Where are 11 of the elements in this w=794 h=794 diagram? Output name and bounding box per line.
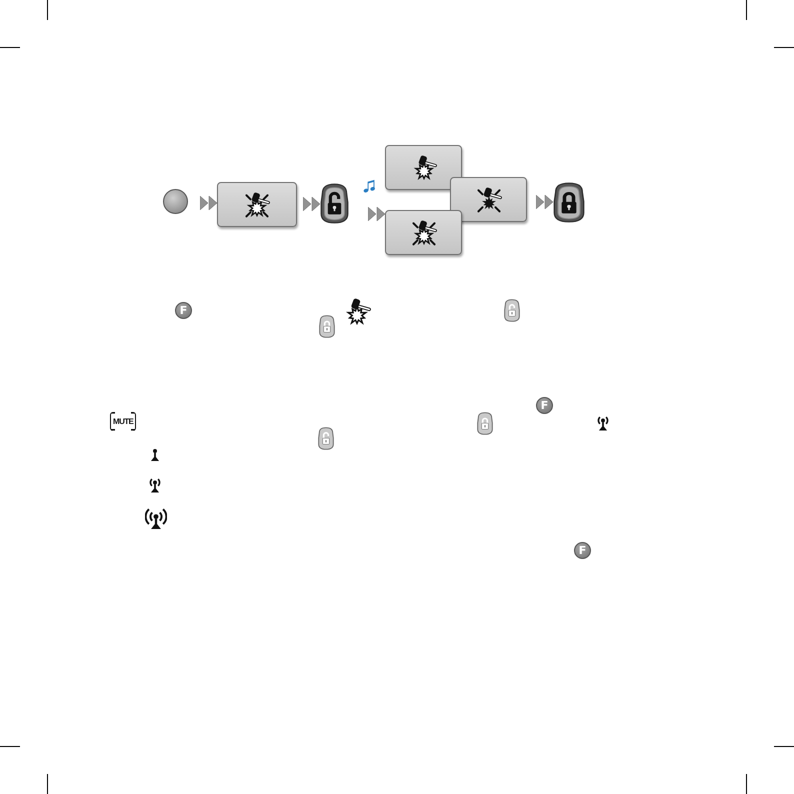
round-button: [163, 189, 188, 214]
display-panel: [450, 177, 527, 222]
open-padlock-icon: [320, 183, 349, 224]
function-key: F: [574, 542, 591, 559]
display-panel: [385, 210, 462, 255]
padlock-icon: [553, 182, 585, 223]
mute-key: MUTE: [110, 412, 136, 431]
function-key: F: [536, 397, 553, 414]
function-key: F: [175, 302, 192, 319]
display-panel: [385, 145, 462, 190]
display-panel: [217, 182, 297, 227]
